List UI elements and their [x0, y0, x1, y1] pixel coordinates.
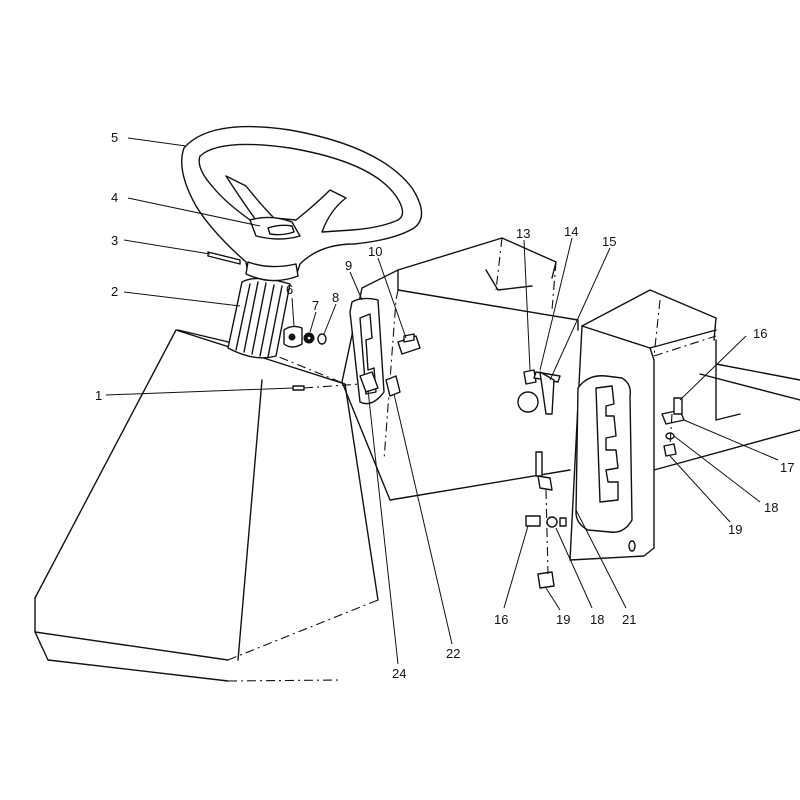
callout-3: 3 — [111, 233, 118, 248]
callout-6: 6 — [286, 282, 293, 297]
nut-19-right — [663, 443, 677, 457]
callout-1: 1 — [95, 388, 102, 403]
lever-arm-15 — [539, 371, 555, 415]
right-console — [569, 289, 800, 561]
callout-13: 13 — [516, 226, 530, 241]
callout-16-right: 16 — [753, 326, 767, 341]
callout-19-right: 19 — [728, 522, 742, 537]
callout-7: 7 — [312, 298, 319, 313]
callout-labels: 5 4 3 2 1 6 7 8 9 10 13 14 15 16 17 18 1… — [95, 130, 794, 681]
clamp — [537, 475, 553, 491]
callout-5: 5 — [111, 130, 118, 145]
bolt-16-right — [673, 397, 683, 415]
stud — [535, 451, 543, 477]
callout-10: 10 — [368, 244, 382, 259]
switch-key-slot — [288, 333, 296, 341]
lever-knob — [517, 391, 539, 413]
bolt-16-lower — [525, 515, 541, 527]
lock-washer — [317, 333, 327, 345]
spacer — [559, 517, 567, 527]
callout-4: 4 — [111, 190, 118, 205]
callout-21: 21 — [622, 612, 636, 627]
callout-18-right: 18 — [764, 500, 778, 515]
bracket-24 — [359, 371, 379, 393]
callout-15: 15 — [602, 234, 616, 249]
steering-column — [227, 277, 291, 359]
callout-24: 24 — [392, 666, 406, 681]
screw-1 — [292, 385, 305, 391]
callout-8: 8 — [332, 290, 339, 305]
callout-22: 22 — [446, 646, 460, 661]
bracket-22 — [385, 375, 401, 397]
small-parts — [207, 251, 685, 589]
nut-19-lower — [537, 571, 555, 589]
bolt-13 — [523, 369, 537, 385]
steering-wheel — [181, 125, 423, 282]
callout-17: 17 — [780, 460, 794, 475]
callout-9: 9 — [345, 258, 352, 273]
callout-14: 14 — [564, 224, 578, 239]
callout-16-lower: 16 — [494, 612, 508, 627]
dash-panel — [341, 237, 579, 501]
callout-18-lower: 18 — [590, 612, 604, 627]
leader-lines — [105, 137, 779, 665]
hood-body — [34, 329, 379, 682]
light-switch — [397, 333, 421, 355]
washer-18-lower — [546, 516, 558, 528]
callout-2: 2 — [111, 284, 118, 299]
callout-19-lower: 19 — [556, 612, 570, 627]
roll-pin — [207, 251, 241, 265]
